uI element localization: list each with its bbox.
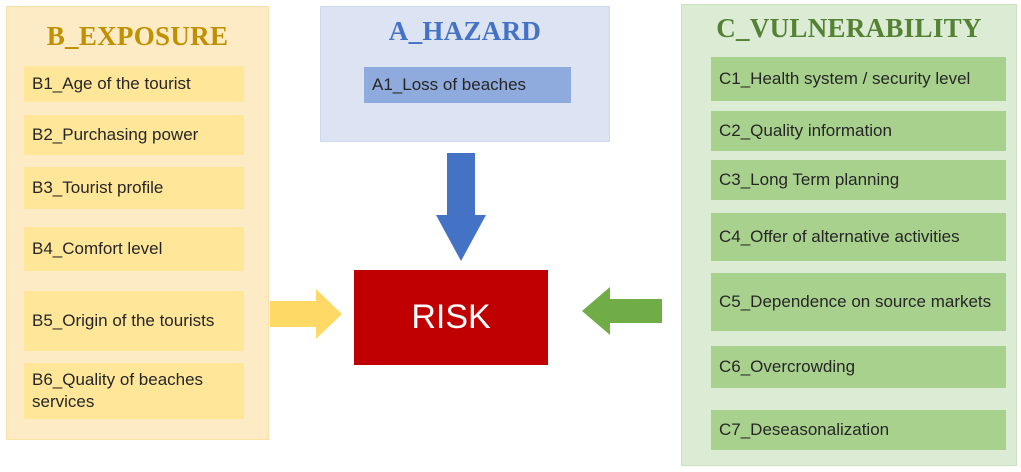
vulnerability-panel: C_VULNERABILITY C1_Health system / secur… — [681, 4, 1017, 466]
exposure-title: B_EXPOSURE — [46, 21, 229, 51]
risk-label: RISK — [411, 298, 491, 336]
exposure-item-b3: B3_Tourist profile — [24, 167, 244, 209]
hazard-title: A_HAZARD — [388, 16, 542, 46]
vulnerability-title: C_VULNERABILITY — [716, 13, 982, 43]
exposure-arrow-icon — [270, 289, 342, 339]
vulnerability-item-c4: C4_Offer of alternative activities — [711, 213, 1006, 261]
exposure-panel: B_EXPOSURE B1_Age of the tourist B2_Purc… — [6, 6, 269, 440]
vulnerability-item-c1: C1_Health system / security level — [711, 57, 1006, 101]
vulnerability-arrow-icon — [582, 287, 662, 335]
exposure-item-b2: B2_Purchasing power — [24, 115, 244, 155]
hazard-item-a1: A1_Loss of beaches — [364, 67, 571, 103]
exposure-item-b6: B6_Quality of beaches services — [24, 363, 244, 419]
exposure-item-b1: B1_Age of the tourist — [24, 66, 244, 102]
vulnerability-item-c7: C7_Deseasonalization — [711, 410, 1006, 450]
vulnerability-item-c6: C6_Overcrowding — [711, 346, 1006, 388]
hazard-arrow-icon — [436, 153, 486, 261]
vulnerability-item-c5: C5_Dependence on source markets — [711, 273, 1006, 331]
hazard-panel: A_HAZARD A1_Loss of beaches — [320, 6, 610, 142]
exposure-item-b5: B5_Origin of the tourists — [24, 291, 244, 351]
vulnerability-item-c2: C2_Quality information — [711, 111, 1006, 151]
vulnerability-item-c3: C3_Long Term planning — [711, 160, 1006, 200]
risk-box: RISK — [354, 270, 548, 365]
exposure-item-b4: B4_Comfort level — [24, 227, 244, 271]
